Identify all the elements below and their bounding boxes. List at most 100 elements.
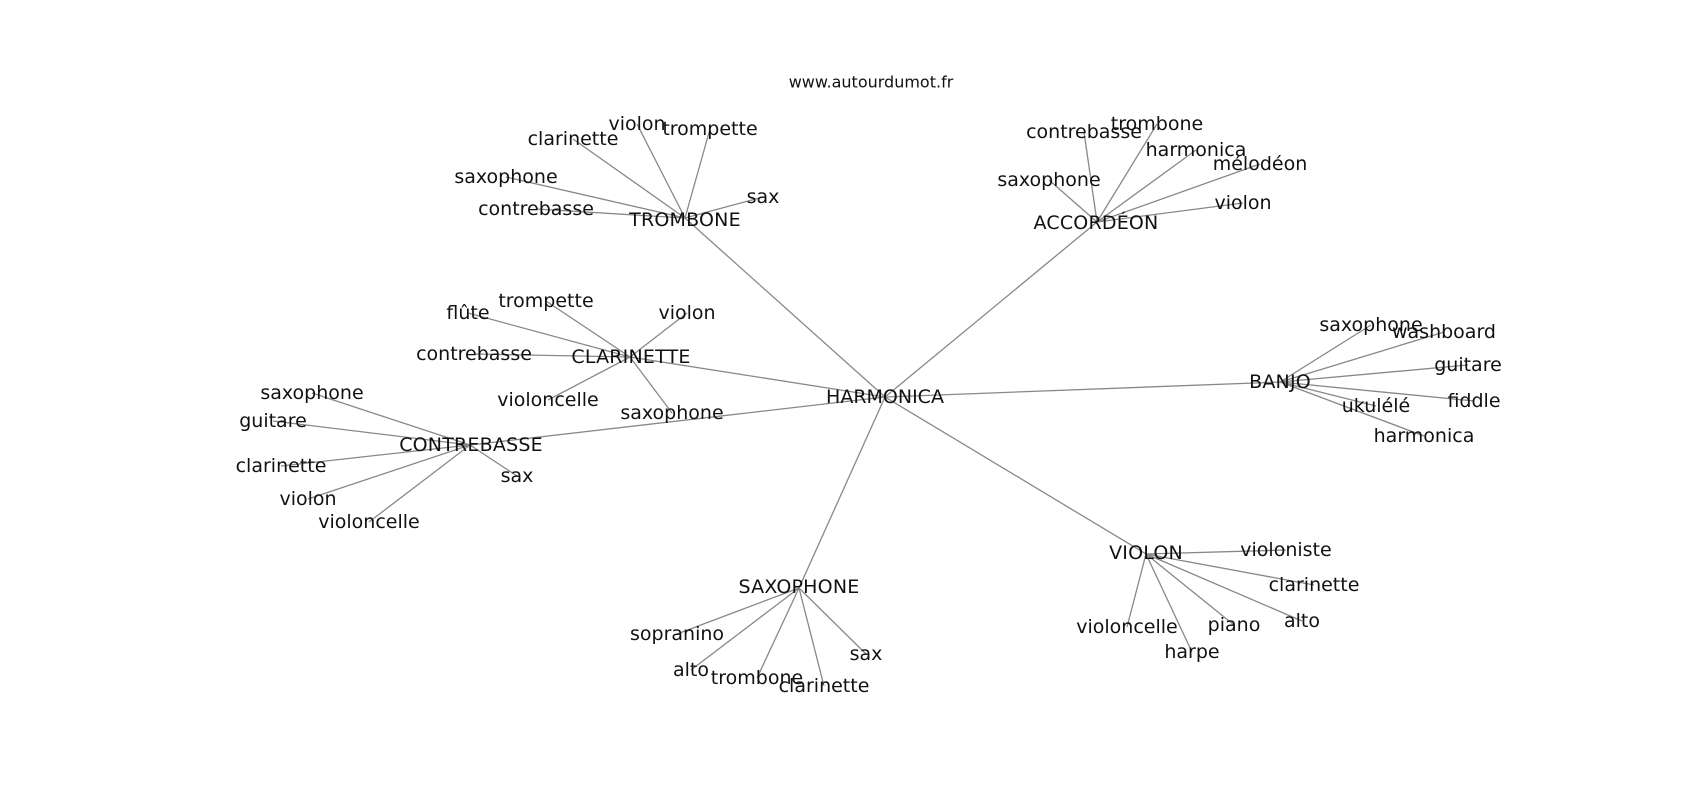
leaf-word-accordeon-4[interactable]: saxophone [997, 169, 1100, 191]
edge-contrebasse-0 [311, 392, 471, 446]
hub-node-violon[interactable]: VIOLON [1109, 542, 1183, 564]
edge-center-accordeon [884, 221, 1098, 398]
edge-banjo-1 [1279, 331, 1445, 383]
edge-saxophone-2 [756, 587, 800, 679]
edge-saxophone-4 [798, 587, 867, 655]
graph-labels: www.autourdumot.fr HARMONICA TROMBONE clar… [236, 73, 1502, 698]
edge-center-trombone [684, 217, 886, 398]
edge-violon-2 [1145, 553, 1303, 622]
edge-trombone-1 [636, 123, 686, 219]
hub-node-accordeon[interactable]: ACCORDÉON [1034, 211, 1159, 234]
edge-clarinette-0 [545, 300, 631, 358]
leaf-word-banjo-5[interactable]: harmonica [1374, 425, 1475, 447]
leaf-word-saxophone-3[interactable]: clarinette [779, 675, 870, 697]
edge-banjo-0 [1279, 324, 1372, 383]
edge-banjo-2 [1279, 364, 1469, 383]
center-node-label[interactable]: HARMONICA [826, 386, 944, 408]
leaf-word-trombone-0[interactable]: clarinette [528, 128, 619, 150]
edge-saxophone-3 [798, 587, 825, 687]
leaf-word-violon-1[interactable]: clarinette [1269, 574, 1360, 596]
leaf-word-violon-5[interactable]: violoncelle [1076, 616, 1177, 638]
leaf-word-accordeon-0[interactable]: contrebasse [1026, 121, 1142, 143]
edge-banjo-3 [1279, 381, 1475, 402]
leaf-word-trombone-2[interactable]: trompette [662, 118, 757, 140]
edge-accordeon-2 [1096, 149, 1197, 223]
edge-clarinette-3 [473, 353, 631, 358]
leaf-word-accordeon-2[interactable]: harmonica [1146, 139, 1247, 161]
hub-node-saxophone[interactable]: SAXOPHONE [739, 576, 860, 598]
edge-violon-0 [1145, 549, 1287, 555]
leaf-word-clarinette-3[interactable]: contrebasse [416, 343, 532, 365]
edge-violon-5 [1126, 553, 1147, 628]
edge-contrebasse-5 [469, 444, 518, 477]
leaf-word-trombone-4[interactable]: contrebasse [478, 198, 594, 220]
edge-violon-3 [1145, 553, 1235, 626]
leaf-word-banjo-2[interactable]: guitare [1434, 354, 1502, 376]
edge-violon-1 [1145, 553, 1315, 586]
edge-contrebasse-4 [368, 444, 471, 523]
leaf-word-violon-2[interactable]: alto [1284, 610, 1320, 632]
leaf-word-clarinette-4[interactable]: violoncelle [497, 389, 598, 411]
leaf-word-saxophone-4[interactable]: sax [850, 643, 883, 665]
leaf-word-accordeon-5[interactable]: violon [1214, 192, 1271, 214]
leaf-word-banjo-0[interactable]: saxophone [1319, 314, 1422, 336]
graph-edges [272, 123, 1475, 687]
edge-accordeon-0 [1083, 131, 1098, 223]
site-watermark[interactable]: www.autourdumot.fr [789, 73, 954, 92]
edge-accordeon-4 [1048, 179, 1098, 223]
leaf-word-violon-0[interactable]: violoniste [1240, 539, 1331, 561]
leaf-word-accordeon-1[interactable]: trombone [1111, 113, 1203, 135]
leaf-word-clarinette-0[interactable]: trompette [498, 290, 593, 312]
leaf-word-saxophone-2[interactable]: trombone [711, 667, 803, 689]
edge-trombone-5 [684, 196, 764, 219]
edge-clarinette-1 [629, 312, 688, 358]
hub-node-clarinette[interactable]: CLARINETTE [571, 346, 690, 368]
leaf-word-contrebasse-2[interactable]: clarinette [236, 455, 327, 477]
leaf-word-saxophone-1[interactable]: alto [673, 659, 709, 681]
edge-center-contrebasse [469, 396, 886, 446]
leaf-word-banjo-4[interactable]: ukulélé [1342, 395, 1410, 417]
edge-trombone-4 [535, 208, 686, 219]
leaf-word-accordeon-3[interactable]: mélodéon [1213, 153, 1308, 175]
leaf-word-violon-4[interactable]: harpe [1164, 641, 1219, 663]
edge-violon-4 [1145, 553, 1193, 653]
edge-contrebasse-3 [307, 444, 471, 500]
leaf-word-contrebasse-0[interactable]: saxophone [260, 382, 363, 404]
edge-clarinette-4 [547, 356, 631, 401]
edge-center-saxophone [798, 396, 886, 589]
hub-node-contrebasse[interactable]: CONTREBASSE [399, 434, 543, 456]
leaf-word-clarinette-1[interactable]: violon [658, 302, 715, 324]
leaf-word-contrebasse-3[interactable]: violon [279, 488, 336, 510]
leaf-word-contrebasse-4[interactable]: violoncelle [318, 511, 419, 533]
hub-node-banjo[interactable]: BANJO [1249, 371, 1311, 393]
edge-trombone-2 [684, 128, 711, 219]
edge-accordeon-3 [1096, 163, 1261, 223]
leaf-word-banjo-1[interactable]: washboard [1392, 321, 1496, 343]
edge-clarinette-2 [467, 312, 631, 358]
leaf-word-trombone-1[interactable]: violon [608, 113, 665, 135]
edge-contrebasse-2 [280, 444, 471, 467]
edge-banjo-4 [1279, 381, 1377, 407]
leaf-word-saxophone-0[interactable]: sopranino [630, 623, 724, 645]
leaf-word-contrebasse-5[interactable]: sax [501, 465, 534, 487]
edge-center-violon [884, 396, 1147, 555]
edge-accordeon-1 [1096, 123, 1158, 223]
leaf-word-trombone-5[interactable]: sax [747, 186, 780, 208]
leaf-word-banjo-3[interactable]: fiddle [1447, 390, 1500, 412]
leaf-word-clarinette-2[interactable]: flûte [446, 302, 489, 324]
edge-saxophone-0 [676, 587, 800, 635]
leaf-word-trombone-3[interactable]: saxophone [454, 166, 557, 188]
edge-center-banjo [884, 381, 1281, 398]
edge-contrebasse-1 [272, 420, 471, 446]
edge-center-clarinette [629, 356, 886, 398]
leaf-word-contrebasse-1[interactable]: guitare [239, 410, 307, 432]
edge-saxophone-1 [690, 587, 800, 671]
edge-banjo-5 [1279, 381, 1425, 437]
hub-node-trombone[interactable]: TROMBONE [628, 209, 741, 231]
edge-accordeon-5 [1096, 202, 1244, 223]
edge-trombone-3 [505, 176, 686, 219]
leaf-word-violon-3[interactable]: piano [1208, 614, 1261, 636]
edge-clarinette-5 [629, 356, 673, 414]
leaf-word-clarinette-5[interactable]: saxophone [620, 402, 723, 424]
